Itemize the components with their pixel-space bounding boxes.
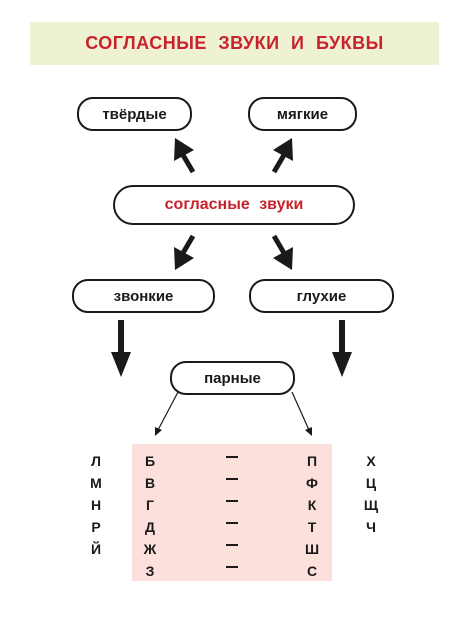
letter: С: [306, 563, 318, 579]
arrow-to-voiced: [174, 234, 196, 270]
letter: Ф: [306, 475, 318, 491]
dash: [226, 522, 238, 524]
node-hard: твёрдые: [77, 97, 192, 131]
node-hard-label: твёрдые: [102, 105, 167, 123]
letter: Х: [366, 453, 376, 469]
letter: Н: [90, 497, 102, 513]
letter: Л: [91, 453, 101, 469]
dash: [226, 566, 238, 568]
letter: В: [144, 475, 156, 491]
letter: Р: [91, 519, 101, 535]
arrow-paired-left: [155, 391, 179, 436]
node-voiced: звонкие: [72, 279, 215, 313]
letter: Ж: [143, 541, 157, 557]
page-title: СОГЛАСНЫЕ ЗВУКИ И БУКВЫ: [85, 33, 384, 53]
node-paired: парные: [170, 361, 295, 395]
letter: Ч: [366, 519, 376, 535]
node-voiced-label: звонкие: [113, 287, 174, 305]
paired-voiced-column: Б В Г Д Ж З: [140, 450, 160, 582]
letter: Ц: [365, 475, 377, 491]
unpaired-voiceless-column: Х Ц Щ Ч: [361, 450, 381, 538]
arrow-voiceless-down: [332, 320, 352, 377]
arrow-voiced-down: [111, 320, 131, 377]
unpaired-voiced-column: Л М Н Р Й: [86, 450, 106, 560]
node-voiceless-label: глухие: [296, 287, 347, 305]
dash: [226, 478, 238, 480]
dash: [226, 456, 238, 458]
node-soft-label: мягкие: [276, 105, 329, 123]
letter: Т: [307, 519, 317, 535]
node-voiceless: глухие: [249, 279, 394, 313]
letter: П: [306, 453, 318, 469]
dash: [226, 544, 238, 546]
arrow-to-voiceless: [271, 234, 293, 270]
title-banner: СОГЛАСНЫЕ ЗВУКИ И БУКВЫ: [30, 22, 439, 65]
dash: [226, 500, 238, 502]
letter: Й: [90, 541, 102, 557]
letter: М: [90, 475, 102, 491]
node-soft: мягкие: [248, 97, 357, 131]
node-paired-label: парные: [204, 369, 261, 387]
letter: Щ: [363, 497, 379, 513]
node-consonants: согласные звуки: [113, 185, 355, 225]
paired-voiceless-column: П Ф К Т Ш С: [302, 450, 322, 582]
arrow-paired-right: [291, 391, 312, 436]
arrow-to-hard: [174, 138, 196, 174]
arrow-to-soft: [271, 138, 293, 174]
letter: Д: [145, 519, 155, 535]
paired-letters-box: [132, 444, 332, 581]
letter: Г: [146, 497, 154, 513]
letter: К: [307, 497, 317, 513]
letter: З: [145, 563, 155, 579]
letter: Б: [144, 453, 156, 469]
letter: Ш: [304, 541, 320, 557]
node-consonants-label: согласные звуки: [164, 196, 304, 213]
